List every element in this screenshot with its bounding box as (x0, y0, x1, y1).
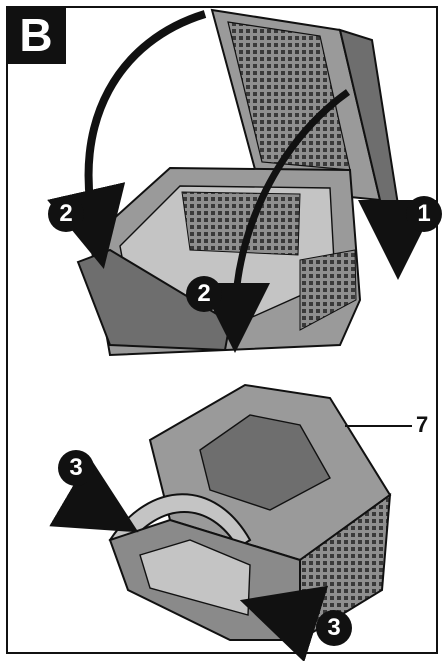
clip-arrow-left (49, 457, 139, 533)
basket-rear-grille (181, 191, 301, 256)
upper-assembly (76, 8, 403, 357)
clip-arrow-right (239, 585, 329, 661)
lower-assembly (108, 383, 392, 642)
panel-letter-badge: B (6, 6, 66, 64)
step-callout-press: 1 (406, 196, 442, 232)
step-callout-clip-left: 3 (58, 450, 94, 486)
lid-recess (199, 414, 331, 511)
step-callout-swing: 2 (48, 196, 84, 232)
swing-arrow-center (200, 89, 351, 353)
carry-handle (108, 493, 252, 550)
step-callout-hook: 2 (186, 276, 222, 312)
step-callout-clip-right: 3 (316, 610, 352, 646)
basket-side-grille (299, 249, 357, 331)
swing-arrow-left (47, 10, 207, 270)
part-reference-label: 7 (416, 412, 429, 437)
diagram-frame (6, 6, 438, 654)
